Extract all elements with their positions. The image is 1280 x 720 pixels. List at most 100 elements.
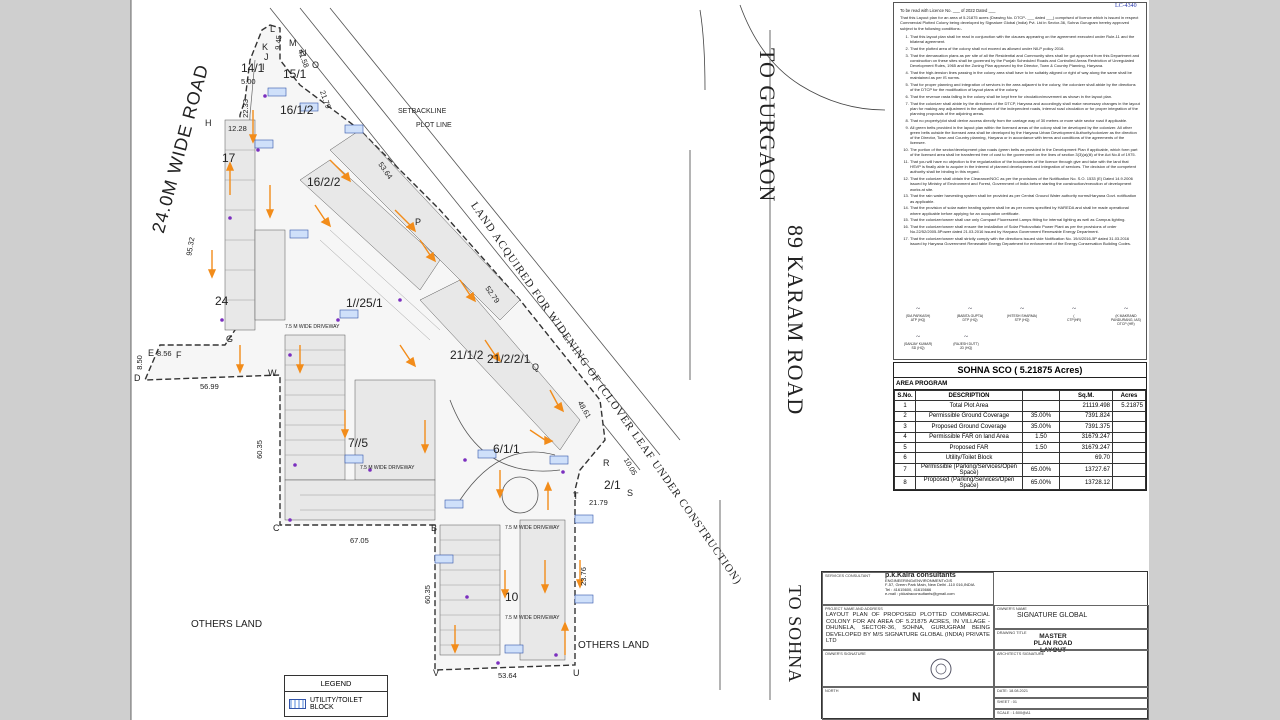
table-cell: 35.00% xyxy=(1022,421,1060,433)
driveway-label: 7.5 M WIDE DRIVEWAY xyxy=(285,324,340,330)
table-cell xyxy=(1112,441,1146,454)
survey-point: U xyxy=(573,668,580,678)
survey-point: Q xyxy=(532,362,540,372)
signature: ~(K MAKRAND PANDURANG, IAS)DTCP (HR) xyxy=(1111,305,1141,326)
to-gurgaon-label: TO GURGAON xyxy=(755,48,780,203)
khasra-label: 10 xyxy=(505,590,519,604)
signatures-row-2: ~(SANJAY KUMAR)SD (HQ) ~(RAJESH DUTT)JD … xyxy=(898,333,1146,350)
table-cell: Proposed Ground Coverage xyxy=(915,421,1023,433)
note-item: That the colonizer/owner shall strictly … xyxy=(910,236,1140,246)
survey-point: N xyxy=(300,48,307,58)
table-cell: 4 xyxy=(894,431,916,443)
col-header: Sq.M. xyxy=(1059,389,1113,402)
table-cell: 5.21875 xyxy=(1112,400,1146,412)
note-item: That no property/plot shall derive acces… xyxy=(910,118,1140,123)
table-cell: Utility/Toilet Block xyxy=(915,452,1023,464)
traffic-arrows xyxy=(207,110,585,655)
survey-point: L xyxy=(270,24,276,34)
note-item: That the colonizer shall abide by the di… xyxy=(910,101,1140,117)
north-cell: NORTH N xyxy=(822,687,994,720)
survey-point: G xyxy=(226,334,234,344)
license-stamp: LC-4340 xyxy=(1115,3,1137,9)
survey-point: H xyxy=(205,118,212,128)
driveway-label: 7.5 M WIDE DRIVEWAY xyxy=(360,465,415,471)
signature: ~(SIA PARKASH)ATP (HQ) xyxy=(905,305,931,322)
approval-notes: To be read with Licence No. ___ of 2022 … xyxy=(893,2,1147,360)
driveway-label: 7.5 M WIDE DRIVEWAY xyxy=(505,615,560,621)
note-item: That the plotted area of the colony shal… xyxy=(910,46,1140,51)
khasra-label: 17 xyxy=(222,151,236,165)
table-cell: Permissible FAR on land Area xyxy=(915,431,1023,443)
to-sohna-label: TO SOHNA xyxy=(785,585,805,684)
notes-header: To be read with Licence No. ___ of 2022 … xyxy=(900,8,996,13)
survey-point: B xyxy=(431,523,438,533)
road-curves xyxy=(689,4,886,700)
setbackline-label: SETBACKLINE xyxy=(398,108,447,115)
drawing-title-cell: DRAWING TITLE MASTER PLAN ROAD LAYOUT xyxy=(994,629,1149,654)
survey-point: P xyxy=(415,217,422,227)
table-cell xyxy=(1112,410,1146,423)
dimension: 9.45 xyxy=(273,34,284,51)
table-cell: 7 xyxy=(894,462,916,477)
signature: ~(BABITA GUPTA)DTP (HQ) xyxy=(956,305,984,322)
owner-signature-cell: OWNER'S SIGNATURE xyxy=(822,650,994,687)
table-header-row: S.No. DESCRIPTION Sq.M. Acres xyxy=(894,389,1146,402)
dimension: 67.05 xyxy=(350,536,369,545)
table-cell: Proposed (Parking/Services/Open Space) xyxy=(915,475,1023,490)
signature: ~(HITESH SHARMA)STP (HQ) xyxy=(1006,305,1038,322)
others-land-label: OTHERS LAND xyxy=(191,619,263,630)
survey-point: F xyxy=(176,350,182,360)
note-item: That the colonizer/owner shall ensure th… xyxy=(910,224,1140,234)
dimension: 8.50 xyxy=(134,355,144,370)
owner-seal-icon xyxy=(930,658,952,680)
notes-intro: That this Layout plan for an area of 5.2… xyxy=(900,15,1139,31)
services-consultant-label: SERVICES CONSULTANT xyxy=(825,574,871,578)
title-block: SERVICES CONSULTANT p.k.Kalra consultant… xyxy=(821,571,1149,720)
consultant-cell: SERVICES CONSULTANT p.k.Kalra consultant… xyxy=(822,572,994,605)
khasra-label: 6/1/1 xyxy=(493,442,520,456)
sheet-cell: SHEET : 01 xyxy=(994,698,1149,709)
signature: ~(RAJESH DUTT)JD (HQ) xyxy=(953,333,979,350)
table-cell: 31679.247 xyxy=(1059,431,1113,443)
date-cell: DATE: 18.08.2021 xyxy=(994,687,1149,698)
survey-point: O xyxy=(312,60,320,70)
table-cell: 21119.498 xyxy=(1059,400,1113,412)
khasra-label: 16/1/2 xyxy=(280,103,314,117)
table-cell: 7391.375 xyxy=(1059,421,1113,433)
table-cell xyxy=(1022,452,1060,464)
driveway-label: 7.5 M WIDE DRIVEWAY xyxy=(505,525,560,531)
scale-cell: SCALE : 1:500@A1 xyxy=(994,709,1149,720)
project-name: LAYOUT PLAN OF PROPOSED PLOTTED COMMERCI… xyxy=(826,612,990,645)
dimension: 22.33 xyxy=(240,99,250,118)
karam-road-label: 89 KARAM ROAD xyxy=(783,225,808,416)
table-cell: 7391.824 xyxy=(1059,410,1113,423)
area-program-title: SOHNA SCO ( 5.21875 Acres) xyxy=(894,363,1146,378)
note-item: That the colonizer/owner shall use only … xyxy=(910,217,1140,222)
col-header: DESCRIPTION xyxy=(915,389,1023,402)
khasra-label: 14/1 xyxy=(241,61,265,75)
table-cell: 1.50 xyxy=(1022,431,1060,443)
col-header: S.No. xyxy=(894,389,916,402)
north-letter: N xyxy=(912,690,921,704)
table-cell: 69.70 xyxy=(1059,452,1113,464)
dimension: 8.56 xyxy=(157,349,172,358)
table-cell: 13728.12 xyxy=(1059,475,1113,490)
others-land-label: OTHERS LAND xyxy=(578,640,650,651)
khasra-label: 21/1/2 xyxy=(450,348,484,362)
utility-blocks xyxy=(254,87,594,654)
table-cell: 31679.247 xyxy=(1059,441,1113,454)
area-program: SOHNA SCO ( 5.21875 Acres) AREA PROGRAM … xyxy=(893,362,1147,491)
notes-list: That this layout plan shall be read in c… xyxy=(900,34,1140,247)
survey-point: W xyxy=(268,368,277,378)
plot-blocks xyxy=(224,119,581,661)
khasra-label: 1//25/1 xyxy=(346,296,383,310)
utility-swatch-icon xyxy=(289,699,306,709)
legend-item: UTILITY/TOILET BLOCK xyxy=(285,692,387,716)
note-item: That this layout plan shall be read in c… xyxy=(910,34,1140,44)
signature: ~(SANJAY KUMAR)SD (HQ) xyxy=(903,333,933,350)
